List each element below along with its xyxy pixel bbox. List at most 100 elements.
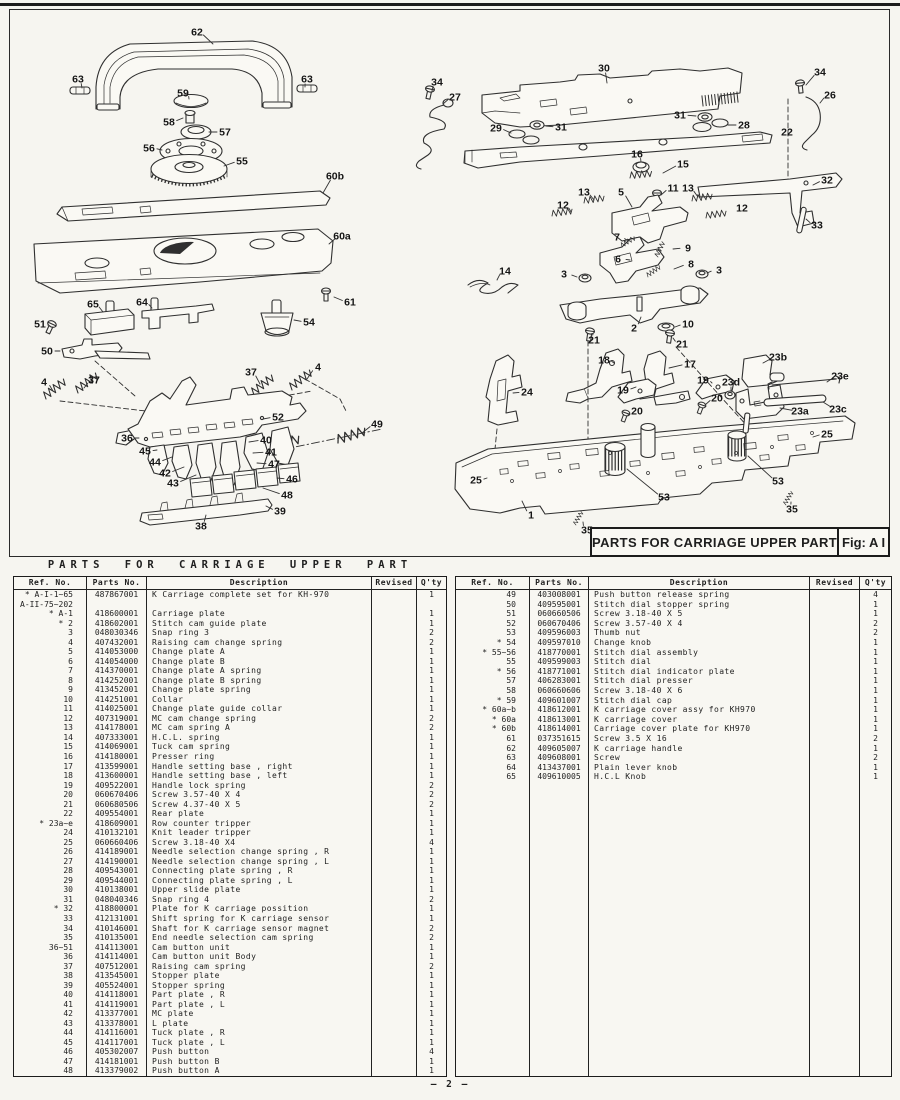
qty-cell: 1 (416, 771, 446, 781)
ref-no-cell: 47 (63, 1056, 73, 1066)
ref-no-cell: 35 (63, 933, 73, 943)
callout-leader-line (256, 462, 267, 465)
ref-no-cell: 13 (63, 723, 73, 733)
part-59-stitch-dial-cap (173, 93, 209, 109)
qty-cell: 2 (859, 733, 891, 744)
qty-cell: 1 (416, 809, 446, 819)
parts-no-cell: 413378001 (86, 1018, 146, 1029)
callout-leader-line (693, 190, 699, 198)
revised-cell (371, 999, 416, 1010)
part-callout-20: 20 (631, 406, 643, 418)
qty-cell: 4 (416, 837, 446, 848)
parts-no-cell: 060660406 (86, 837, 146, 848)
parts-no-cell: 403008001 (529, 590, 588, 600)
part-callout-13: 13 (578, 187, 590, 199)
empty-cell (529, 781, 588, 1076)
revised-cell (371, 599, 416, 610)
qty-cell: 1 (416, 913, 446, 924)
qty-cell: 1 (416, 828, 446, 838)
part-63-screw-left (69, 86, 91, 95)
column-header-revised: Revised (809, 577, 859, 590)
part-callout-55: 55 (236, 156, 248, 168)
revised-cell (371, 1066, 416, 1076)
parts-no-cell: 413377001 (86, 1009, 146, 1019)
part-1-carriage-plate (454, 415, 856, 515)
parts-no-cell: 409543001 (86, 866, 146, 876)
revised-cell (371, 990, 416, 1000)
ref-no-cell: 44 (63, 1028, 73, 1038)
callout-leader-line (589, 194, 595, 201)
part-callout-44: 44 (149, 457, 161, 469)
part-callout-42: 42 (159, 468, 171, 480)
qty-cell: 1 (416, 866, 446, 876)
description-cell: Upper slide plate (146, 885, 371, 895)
column-header-description: Description (146, 577, 371, 590)
callout-leader-line (180, 474, 197, 482)
callout-leader-line (568, 207, 572, 213)
description-cell: Tuck cam spring (146, 742, 371, 752)
description-cell: Tuck plate , R (146, 1028, 371, 1038)
parts-no-cell: 407432001 (86, 637, 146, 648)
revised-cell (809, 753, 859, 763)
callout-leader-line (328, 238, 336, 245)
description-cell: Handle setting base , right (146, 761, 371, 772)
part-callout-35: 35 (786, 504, 798, 516)
description-cell: Shift spring for K carriage sensor (146, 913, 371, 924)
part-4-spring-mid (287, 367, 314, 392)
parts-no-cell: 413600001 (86, 771, 146, 781)
qty-cell: 1 (416, 885, 446, 895)
part-callout-13: 13 (682, 183, 694, 195)
parts-no-cell: 413599001 (86, 761, 146, 772)
part-callout-3: 3 (561, 269, 567, 281)
part-callout-64: 64 (136, 297, 148, 309)
part-20-screw-left (618, 408, 632, 424)
part-callout-49: 49 (371, 419, 383, 431)
callout-leader-line (668, 364, 683, 369)
ref-no-cell: 37 (63, 961, 73, 971)
callout-leader-line (265, 505, 273, 510)
revised-cell (809, 609, 859, 619)
description-cell: Carriage cover plate for KH970 (588, 724, 809, 734)
callout-leader-line (812, 181, 820, 186)
qty-cell: 1 (416, 1037, 446, 1048)
qty-cell: 2 (416, 723, 446, 733)
parts-no-cell: 409554001 (86, 809, 146, 819)
exploded-diagram: 626363595857565560b60a616564545150437374… (33, 27, 856, 537)
callout-leader-line (152, 449, 158, 452)
ref-no-cell: 19 (63, 780, 73, 790)
empty-cell (809, 781, 859, 1076)
qty-cell: 1 (416, 990, 446, 1000)
part-callout-40: 40 (260, 435, 272, 447)
part-callout-34: 34 (431, 77, 443, 89)
column-header-description: Description (588, 577, 809, 590)
callout-leader-line (626, 468, 659, 495)
revised-cell (371, 904, 416, 914)
part-callout-52: 52 (272, 412, 284, 424)
callout-leader-line (503, 129, 512, 134)
part-callout-61: 61 (344, 297, 356, 309)
callout-leader-line (630, 386, 637, 390)
callout-leader-line (805, 74, 815, 86)
callout-leader-line (672, 337, 676, 342)
ref-no-cell: * 54 (496, 637, 516, 647)
parts-no-cell: 418612001 (529, 705, 588, 715)
qty-cell: 1 (416, 1009, 446, 1019)
description-cell: Screw 3.18-40 X4 (146, 837, 371, 848)
revised-cell (371, 694, 416, 705)
ref-no-cell: A-II-75~202 (20, 599, 73, 609)
description-cell: Handle lock spring (146, 780, 371, 791)
qty-cell: 1 (416, 675, 446, 686)
revised-cell (371, 866, 416, 876)
part-2-stitch-cam-guide-plate (559, 285, 709, 324)
parts-no-cell: 414053000 (86, 647, 146, 657)
qty-cell: 1 (859, 647, 891, 658)
description-cell: Screw 3.57-40 X 4 (146, 790, 371, 800)
part-callout-37: 37 (245, 367, 257, 379)
part-60a-carriage-cover (33, 228, 334, 294)
part-callout-50: 50 (41, 346, 53, 358)
part-callout-46: 46 (286, 474, 298, 486)
revised-cell (371, 637, 416, 648)
description-cell: H.C.L. spring (146, 732, 371, 743)
